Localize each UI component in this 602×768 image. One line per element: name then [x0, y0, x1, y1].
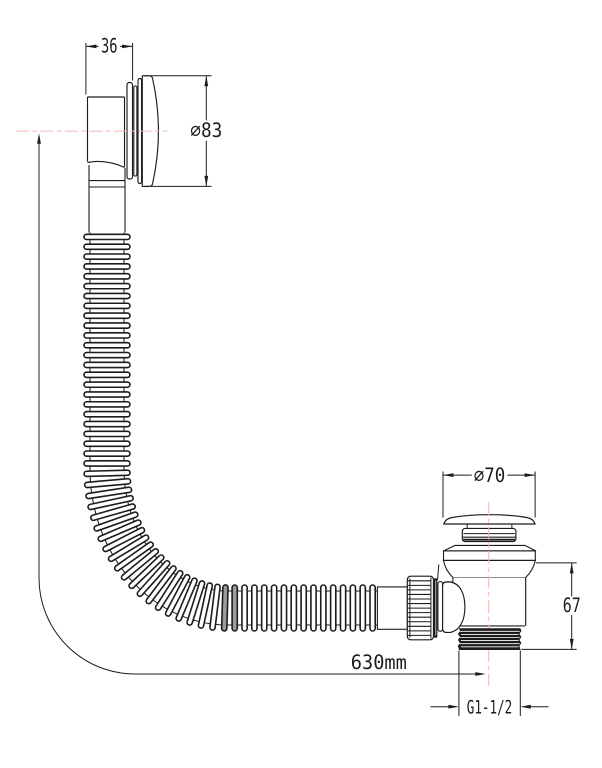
dim-text-hose-length: 630mm — [351, 651, 407, 674]
dim-text-waste-height: 67 — [563, 594, 581, 617]
dim-text-overflow-diameter: ⌀83 — [190, 119, 222, 142]
dimension-hose-length: 630mm — [37, 133, 486, 676]
dimension-waste-height: 67 — [521, 562, 583, 650]
dimension-plug-diameter: ⌀70 — [442, 464, 536, 518]
dim-text-outlet-thread: G1-1/2 — [467, 697, 513, 719]
flexible-hose — [83, 232, 378, 632]
overflow-fitting — [86, 75, 160, 233]
outlet-thread — [457, 628, 522, 650]
waste-fitting — [437, 514, 537, 633]
centerlines — [16, 130, 490, 686]
dimension-overflow-width: 36 — [85, 35, 134, 95]
dim-text-plug-diameter: ⌀70 — [474, 464, 506, 487]
dim-text-overflow-width: 36 — [101, 35, 118, 58]
dimension-overflow-diameter: ⌀83 — [144, 75, 224, 187]
dimension-outlet-thread: G1-1/2 — [430, 650, 549, 719]
